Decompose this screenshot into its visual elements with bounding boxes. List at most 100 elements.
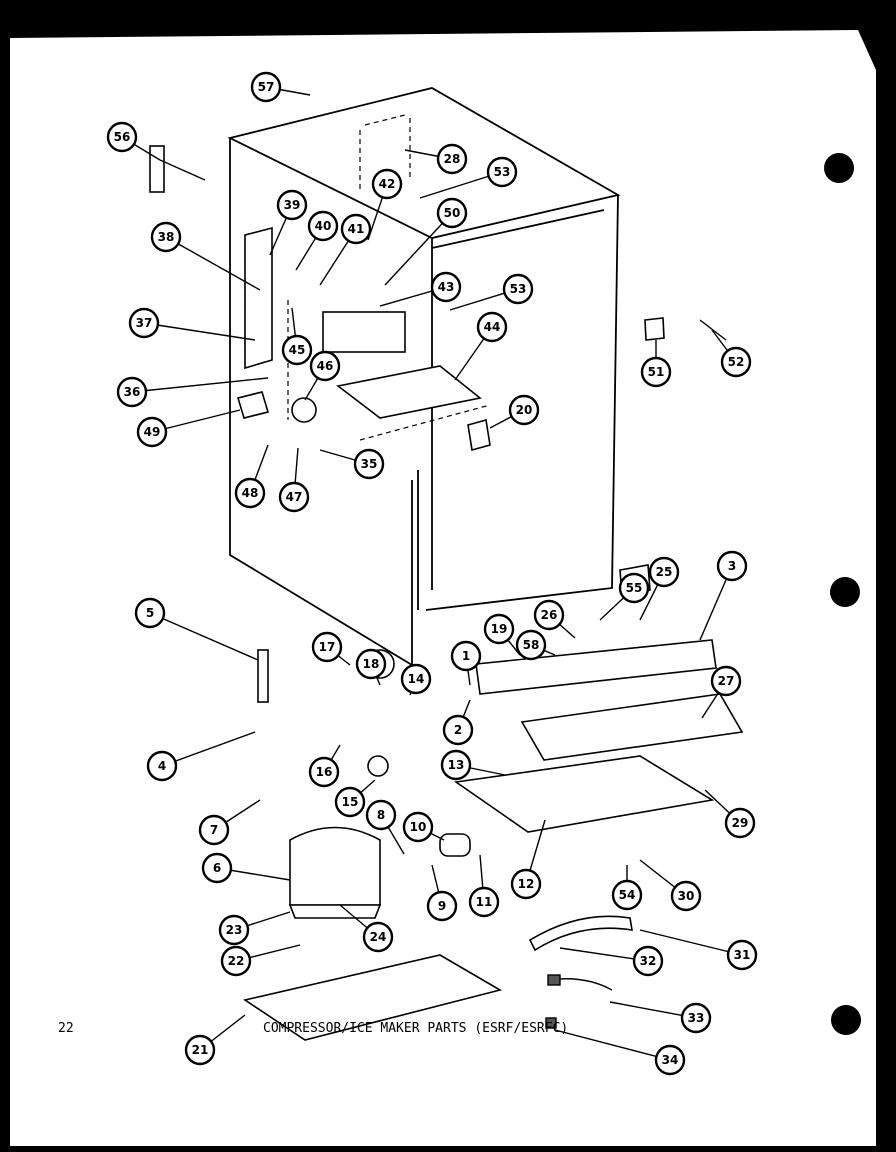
fill-tube-part: [149, 145, 165, 193]
callout-circle: [726, 939, 758, 971]
callout-circle: [710, 665, 742, 697]
callout-57: 57: [250, 71, 311, 103]
callout-14: 14: [400, 663, 432, 696]
callout-56: 56: [106, 121, 161, 161]
callout-circle: [281, 334, 313, 366]
callout-circle: [116, 376, 148, 408]
callout-circle: [308, 756, 340, 788]
callout-label: 14: [408, 672, 425, 686]
callout-58: 58: [515, 629, 556, 661]
callout-1: 1: [450, 640, 482, 686]
callout-38: 38: [150, 221, 261, 291]
label-part: [644, 317, 665, 341]
fan-motor-part: [439, 833, 471, 857]
callout-label: 54: [619, 888, 636, 902]
callout-circle: [670, 880, 702, 912]
callout-9: 9: [426, 864, 458, 922]
callout-53: 53: [419, 156, 518, 199]
callout-label: 39: [284, 198, 301, 212]
callout-label: 41: [348, 222, 365, 236]
callout-12: 12: [510, 819, 546, 900]
callout-circle: [618, 572, 650, 604]
callout-24: 24: [339, 904, 394, 953]
callout-label: 4: [158, 759, 166, 773]
callout-30: 30: [639, 859, 702, 912]
callout-41: 41: [319, 213, 372, 286]
ice-maker-part: [322, 311, 406, 353]
callout-label: 1: [462, 649, 470, 663]
callout-circle: [533, 599, 565, 631]
callout-label: 50: [444, 206, 461, 220]
callout-label: 44: [484, 320, 501, 334]
callout-circle: [450, 640, 482, 672]
callout-circle: [340, 213, 372, 245]
callout-circle: [198, 814, 230, 846]
callout-circle: [476, 311, 508, 343]
callout-4: 4: [146, 731, 256, 782]
callout-circle: [250, 71, 282, 103]
callout-label: 5: [146, 606, 154, 620]
callout-11: 11: [468, 854, 500, 918]
callout-circle: [611, 879, 643, 911]
callout-circle: [146, 750, 178, 782]
callout-22: 22: [220, 944, 301, 977]
callout-48: 48: [234, 444, 269, 509]
callout-label: 8: [377, 808, 385, 822]
callout-29: 29: [704, 789, 756, 839]
callout-47: 47: [278, 447, 310, 513]
callout-circle: [106, 121, 138, 153]
callout-54: 54: [611, 865, 643, 911]
condenser-part: [453, 755, 715, 833]
callout-circle: [184, 1034, 216, 1066]
callout-label: 9: [438, 899, 446, 913]
callout-26: 26: [533, 599, 576, 639]
callout-circle: [234, 477, 266, 509]
callout-circle: [632, 945, 664, 977]
callout-circle: [502, 273, 534, 305]
callout-circle: [680, 1002, 712, 1034]
callout-circle: [720, 346, 752, 378]
callout-label: 23: [226, 923, 243, 937]
callout-circle: [128, 307, 160, 339]
callout-circle: [365, 799, 397, 831]
callout-43: 43: [379, 271, 462, 307]
callout-20: 20: [489, 394, 540, 429]
harness-part: [291, 397, 317, 423]
callout-label: 7: [210, 823, 218, 837]
callout-circle: [440, 749, 472, 781]
callout-32: 32: [559, 945, 664, 977]
binder-hole: [830, 577, 860, 607]
callout-circle: [436, 197, 468, 229]
callout-label: 20: [516, 403, 533, 417]
callout-label: 34: [662, 1053, 679, 1067]
tube-part: [528, 915, 633, 952]
callout-52: 52: [711, 329, 752, 378]
callout-19: 19: [483, 613, 521, 656]
callout-2: 2: [442, 699, 474, 746]
callout-label: 53: [510, 282, 527, 296]
callout-13: 13: [440, 749, 506, 781]
callout-23: 23: [218, 911, 291, 946]
callout-27: 27: [701, 665, 742, 719]
callout-label: 2: [454, 723, 462, 737]
callout-36: 36: [116, 376, 269, 408]
callout-circle: [515, 629, 547, 661]
water-valve-part: [236, 391, 270, 419]
callout-37: 37: [128, 307, 256, 341]
callout-label: 24: [370, 930, 387, 944]
parts-art: [149, 145, 744, 1041]
leader-line: [161, 731, 256, 767]
callout-42: 42: [367, 168, 403, 241]
callout-label: 56: [114, 130, 131, 144]
callout-label: 3: [728, 559, 736, 573]
callout-15: 15: [334, 779, 376, 818]
callout-28: 28: [404, 143, 468, 175]
callout-circle: [436, 143, 468, 175]
callout-label: 28: [444, 152, 461, 166]
callout-label: 55: [626, 581, 643, 595]
callout-34: 34: [554, 1029, 686, 1076]
callout-18: 18: [355, 648, 387, 686]
callout-label: 32: [640, 954, 657, 968]
